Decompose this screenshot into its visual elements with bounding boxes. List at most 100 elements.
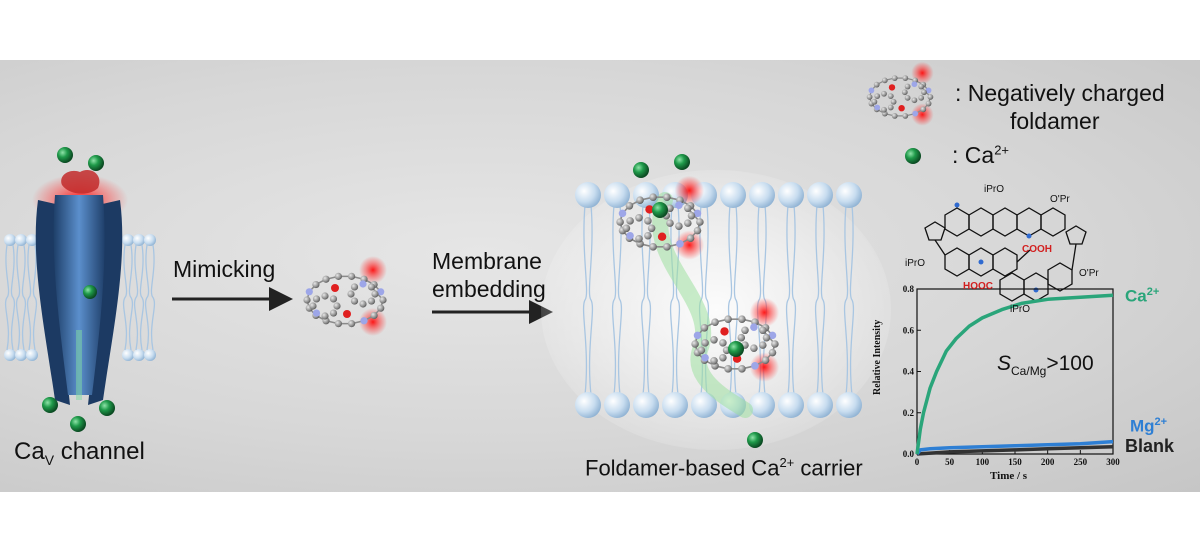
- structure-nitrogen: [954, 202, 960, 208]
- atom: [626, 231, 634, 240]
- negative-charge-glow: [359, 308, 387, 336]
- left-membrane: [4, 234, 156, 361]
- series-line-mg: [915, 439, 1114, 456]
- atom: [371, 290, 379, 298]
- atom: [676, 240, 684, 248]
- atom: [675, 222, 683, 230]
- atom: [901, 89, 908, 96]
- atom: [701, 353, 709, 362]
- atom: [309, 302, 317, 310]
- lipid-tail: [122, 244, 134, 351]
- y-tick-label: 0.0: [903, 449, 915, 459]
- atom: [370, 311, 378, 320]
- atom: [663, 193, 671, 201]
- atom: [350, 283, 359, 291]
- atom: [911, 81, 918, 88]
- atom: [881, 106, 887, 113]
- lipid-head: [836, 182, 862, 208]
- lipid-tail: [814, 204, 826, 396]
- oxygen-atom: [720, 327, 729, 336]
- atom: [347, 290, 355, 298]
- lipid-head: [26, 349, 38, 361]
- atom: [902, 75, 909, 81]
- structure-nitrogen: [978, 259, 984, 265]
- atom: [768, 331, 777, 340]
- atom: [925, 100, 932, 107]
- atom: [711, 318, 719, 326]
- chart-xlabel: Time / s: [990, 470, 1028, 482]
- cav-subscript: V: [44, 451, 55, 468]
- y-tick-label: 0.6: [903, 325, 915, 335]
- atom: [644, 217, 652, 225]
- x-tick-label: 300: [1106, 457, 1120, 467]
- atom: [303, 296, 311, 304]
- atom: [750, 323, 758, 331]
- membrane-label-line2: embedding: [432, 276, 546, 302]
- lipid-head: [662, 392, 688, 418]
- atom: [334, 272, 343, 280]
- atom: [724, 365, 732, 373]
- structure-nitrogen: [1026, 233, 1032, 239]
- oxygen-atom: [898, 105, 905, 112]
- atom: [887, 93, 894, 100]
- atom: [737, 333, 746, 342]
- atom: [866, 94, 873, 100]
- lipid-head: [26, 234, 38, 246]
- channel-pore: [53, 195, 105, 395]
- atom: [663, 243, 671, 251]
- y-tick-label: 0.8: [903, 284, 915, 294]
- y-tick-label: 0.2: [903, 408, 915, 418]
- selectivity-value: >100: [1046, 352, 1094, 375]
- channel-subunit: [35, 200, 70, 405]
- lipid-head: [749, 392, 775, 418]
- atom: [377, 304, 385, 312]
- atom: [762, 333, 771, 342]
- selectivity-sub: Ca/Mg: [1011, 364, 1047, 379]
- legend-ca-text: : Ca2+: [952, 142, 1009, 169]
- series-label-mg-sup: 2+: [1154, 416, 1168, 428]
- lipid-tail: [133, 244, 145, 351]
- legend-ca-icon: [905, 148, 921, 164]
- atom: [918, 83, 925, 90]
- atom: [359, 300, 367, 308]
- atom: [360, 317, 368, 325]
- lipid-head: [133, 234, 145, 246]
- structure-label: O'Pr: [1050, 194, 1070, 205]
- series-label-ca-sup: 2+: [1146, 286, 1160, 298]
- lipid-head: [749, 182, 775, 208]
- legend-foldamer-text-2: foldamer: [1010, 108, 1100, 134]
- x-tick-label: 250: [1074, 457, 1088, 467]
- series-label-blank: Blank: [1125, 436, 1175, 456]
- atom: [691, 340, 699, 348]
- atom: [891, 113, 898, 119]
- atom: [347, 272, 356, 280]
- ion-path-arrow: [76, 330, 82, 400]
- atom: [347, 320, 356, 328]
- atom: [759, 326, 767, 335]
- oxygen-atom: [657, 232, 667, 241]
- mimicking-label: Mimicking: [173, 256, 276, 282]
- atom: [873, 81, 880, 88]
- atom: [710, 357, 718, 365]
- carrier-suffix: carrier: [794, 455, 863, 481]
- atom: [329, 309, 338, 317]
- ca-ion: [747, 432, 763, 448]
- atom: [696, 218, 704, 226]
- atom: [927, 94, 934, 100]
- lipid-head: [604, 182, 630, 208]
- selectivity-s: S: [997, 352, 1012, 375]
- atom: [684, 219, 692, 227]
- ca-ion: [83, 285, 97, 299]
- atom: [636, 196, 644, 204]
- atom: [644, 231, 652, 240]
- structure-nitrogen: [1033, 287, 1039, 293]
- lipid-head: [720, 182, 746, 208]
- atom: [738, 315, 746, 323]
- lipid-head: [144, 234, 156, 246]
- atom: [750, 344, 758, 352]
- structure-label: iPrO: [984, 184, 1004, 195]
- atom: [881, 90, 887, 97]
- structure-label-cooh: COOH: [1022, 244, 1052, 255]
- atom: [911, 97, 918, 104]
